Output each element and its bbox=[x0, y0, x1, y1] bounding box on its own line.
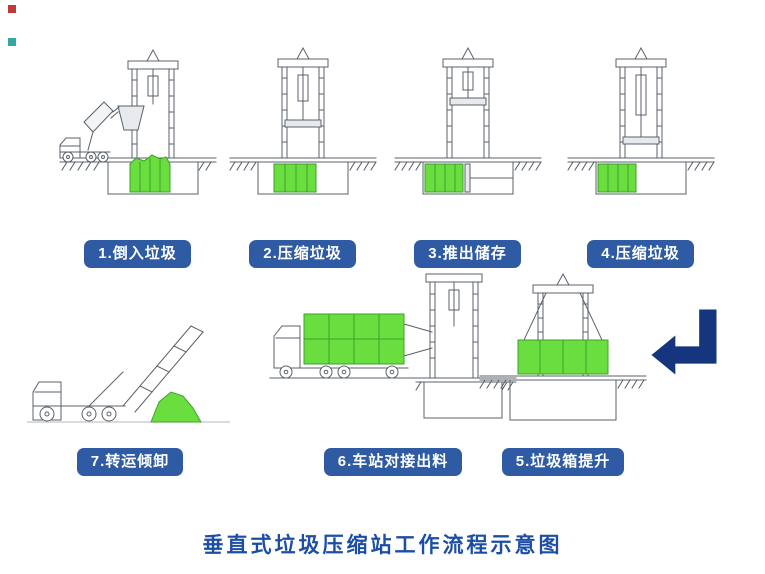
step-3-illustration bbox=[393, 46, 542, 195]
diagram-title: 垂直式垃圾压缩站工作流程示意图 bbox=[202, 534, 563, 557]
flow-arrow-icon bbox=[651, 309, 717, 375]
ground-and-pit bbox=[228, 157, 377, 195]
station-tower bbox=[615, 46, 666, 159]
garbage-container bbox=[303, 313, 405, 365]
pusher bbox=[464, 163, 512, 193]
garbage-pile bbox=[150, 391, 202, 423]
step-6-illustration bbox=[269, 273, 517, 419]
ground-and-pit bbox=[393, 157, 542, 195]
garbage-green bbox=[273, 163, 316, 193]
step-6-badge: 6.车站对接出料 bbox=[323, 448, 463, 476]
step-1: 1.倒入垃圾 bbox=[55, 42, 220, 268]
step-5-illustration bbox=[479, 272, 647, 421]
station-tower bbox=[277, 46, 328, 159]
step-3: 3.推出储存 bbox=[385, 42, 550, 268]
station-tower bbox=[403, 273, 483, 379]
step-4: 4.压缩垃圾 bbox=[558, 42, 723, 268]
corner-mark-red bbox=[8, 5, 16, 13]
garbage-green bbox=[424, 163, 463, 193]
step-2-illustration bbox=[228, 46, 377, 195]
garbage-container-lifted bbox=[517, 339, 609, 375]
step-2: 2.压缩垃圾 bbox=[220, 42, 385, 268]
step-1-illustration bbox=[59, 48, 216, 195]
garbage-green bbox=[129, 154, 170, 193]
ground-and-pit bbox=[566, 157, 715, 195]
step-4-badge: 4.压缩垃圾 bbox=[587, 240, 694, 268]
station-tower bbox=[442, 46, 493, 159]
step-6: 6.车站对接出料 bbox=[268, 270, 518, 476]
step-7-illustration bbox=[27, 325, 230, 423]
step-4-illustration bbox=[566, 46, 715, 195]
step-5: 5.垃圾箱提升 bbox=[478, 270, 648, 476]
step-3-badge: 3.推出储存 bbox=[414, 240, 521, 268]
corner-mark-teal bbox=[8, 38, 16, 46]
step-1-badge: 1.倒入垃圾 bbox=[84, 240, 191, 268]
ground-and-pit bbox=[479, 375, 647, 421]
hooklift-truck bbox=[32, 325, 204, 422]
step-7-badge: 7.转运倾卸 bbox=[76, 448, 184, 476]
dump-truck bbox=[59, 101, 120, 163]
collection-truck bbox=[273, 325, 409, 379]
step-5-badge: 5.垃圾箱提升 bbox=[501, 448, 625, 476]
step-7: 7.转运倾卸 bbox=[25, 280, 235, 476]
station-tower bbox=[116, 48, 178, 159]
step-2-badge: 2.压缩垃圾 bbox=[249, 240, 356, 268]
garbage-green bbox=[597, 163, 636, 193]
